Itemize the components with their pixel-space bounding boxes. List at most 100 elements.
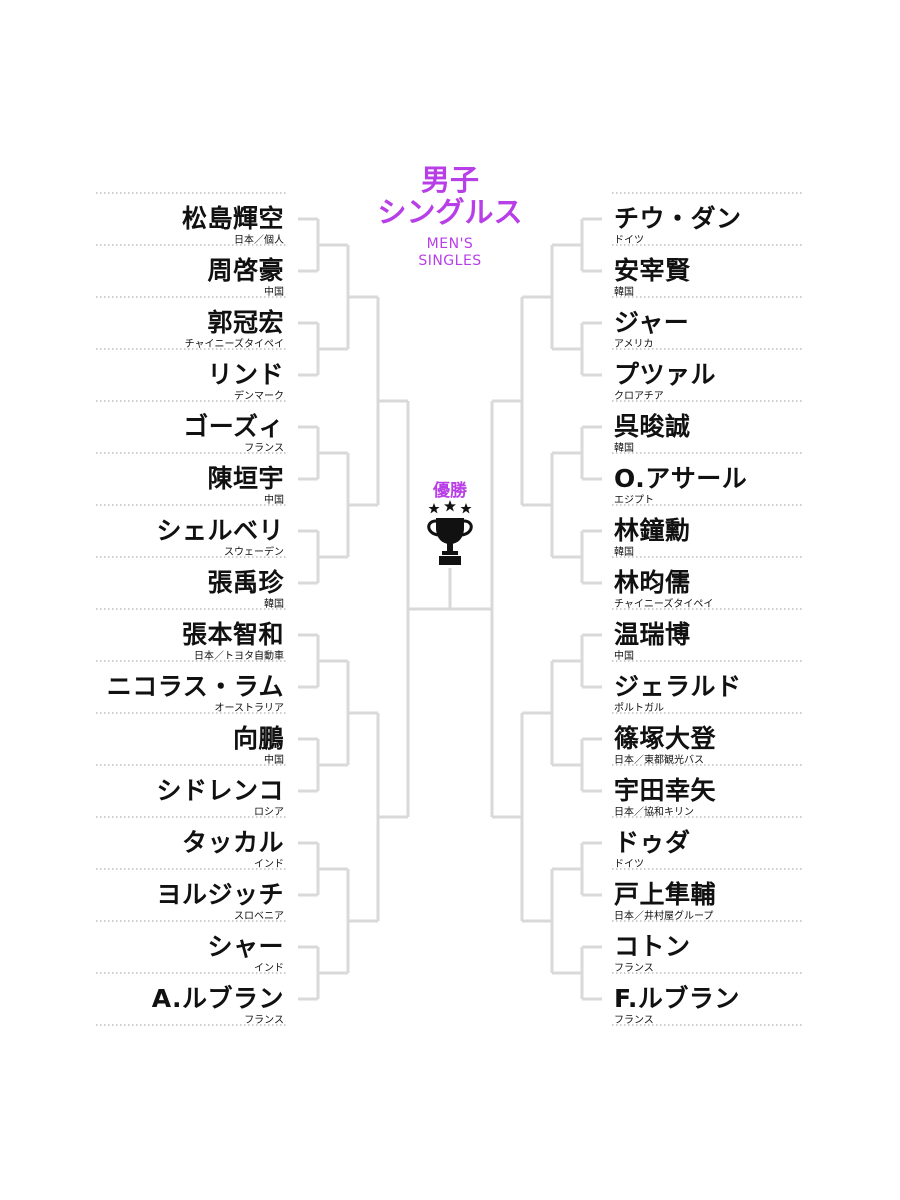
player-name: ドゥダ: [614, 828, 691, 857]
player-name: タッカル: [181, 828, 284, 857]
player-affiliation: フランス: [244, 1015, 284, 1026]
player-slot-left: リンドデンマーク: [90, 349, 290, 403]
player-slot-left: A.ルブランフランス: [90, 973, 290, 1027]
player-name: ゴーズィ: [183, 412, 284, 441]
player-slot-left: シドレンコロシア: [90, 765, 290, 819]
player-name: 張禹珍: [207, 568, 284, 597]
player-affiliation: 中国: [264, 755, 284, 766]
player-affiliation: スロベニア: [234, 911, 284, 922]
player-affiliation: 韓国: [614, 287, 634, 298]
player-name: プツァル: [614, 360, 717, 389]
player-affiliation: フランス: [614, 1015, 654, 1026]
player-affiliation: 日本／協和キリン: [614, 807, 694, 818]
player-slot-right: ドゥダドイツ: [612, 817, 812, 871]
player-slot-left: 松島輝空日本／個人: [90, 193, 290, 247]
player-name: コトン: [614, 932, 691, 961]
player-slot-left: 向鵬中国: [90, 713, 290, 767]
player-affiliation: クロアチア: [614, 391, 664, 402]
player-slot-left: 張禹珍韓国: [90, 557, 290, 611]
player-slot-left: ゴーズィフランス: [90, 401, 290, 455]
player-affiliation: チャイニーズタイペイ: [614, 599, 714, 610]
player-affiliation: 中国: [614, 651, 634, 662]
player-name: 呉晙誠: [614, 412, 691, 441]
player-affiliation: ドイツ: [614, 235, 644, 246]
title-en-line2: SINGLES: [418, 253, 482, 269]
player-slot-left: ヨルジッチスロベニア: [90, 869, 290, 923]
player-affiliation: スウェーデン: [224, 547, 284, 558]
player-slot-right: 戸上隼輔日本／井村屋グループ: [612, 869, 812, 923]
player-slot-right: 安宰賢韓国: [612, 245, 812, 299]
player-affiliation: ロシア: [254, 807, 284, 818]
player-affiliation: 韓国: [614, 443, 634, 454]
player-name: 松島輝空: [181, 204, 284, 233]
player-name: ヨルジッチ: [156, 880, 284, 909]
player-affiliation: チャイニーズタイペイ: [184, 339, 284, 350]
player-affiliation: インド: [254, 859, 284, 870]
player-slot-left: 陳垣宇中国: [90, 453, 290, 507]
player-slot-right: F.ルブランフランス: [612, 973, 812, 1027]
player-name: ニコラス・ラム: [106, 672, 284, 701]
player-affiliation: オーストラリア: [214, 703, 285, 714]
player-affiliation: 日本／井村屋グループ: [614, 911, 714, 922]
player-name: 戸上隼輔: [614, 880, 717, 909]
player-name: O.アサール: [614, 464, 748, 493]
trophy-icon: [427, 500, 473, 565]
player-name: ジャー: [614, 308, 690, 337]
player-slot-right: プツァルクロアチア: [612, 349, 812, 403]
player-slot-left: 周啓豪中国: [90, 245, 290, 299]
player-affiliation: ドイツ: [614, 859, 644, 870]
player-name: シドレンコ: [156, 776, 284, 805]
player-slot-right: コトンフランス: [612, 921, 812, 975]
player-name: 安宰賢: [614, 256, 691, 285]
player-affiliation: 韓国: [264, 599, 284, 610]
player-slot-right: 呉晙誠韓国: [612, 401, 812, 455]
player-affiliation: 日本／トヨタ自動車: [194, 651, 284, 662]
player-name: 向鵬: [232, 724, 284, 753]
player-affiliation: 韓国: [614, 547, 634, 558]
player-affiliation: 日本／東都観光バス: [614, 755, 704, 766]
champion-label: 優勝: [433, 481, 467, 501]
player-slot-left: ニコラス・ラムオーストラリア: [90, 661, 290, 715]
player-name: 温瑞博: [614, 620, 691, 649]
player-slot-right: チウ・ダンドイツ: [612, 193, 812, 247]
player-name: F.ルブラン: [614, 984, 740, 1013]
player-name: 篠塚大登: [614, 724, 717, 753]
player-slot-right: ジェラルドポルトガル: [612, 661, 812, 715]
player-name: リンド: [207, 360, 284, 389]
player-slot-left: 張本智和日本／トヨタ自動車: [90, 609, 290, 663]
player-name: 林昀儒: [614, 568, 691, 597]
player-slot-left: シャーインド: [90, 921, 290, 975]
player-slot-left: タッカルインド: [90, 817, 290, 871]
player-slot-right: O.アサールエジプト: [612, 453, 812, 507]
player-affiliation: エジプト: [614, 495, 654, 506]
title-en-line1: MEN'S: [426, 236, 474, 252]
title-jp-line2: シングルス: [377, 195, 523, 229]
title-jp-line1: 男子: [420, 163, 479, 197]
player-name: シャー: [207, 932, 284, 961]
player-name: 宇田幸矢: [614, 776, 717, 805]
player-slot-right: 篠塚大登日本／東都観光バス: [612, 713, 812, 767]
player-affiliation: 日本／個人: [234, 235, 284, 246]
player-slot-right: 温瑞博中国: [612, 609, 812, 663]
player-name: シェルベリ: [156, 516, 284, 545]
player-affiliation: ポルトガル: [614, 703, 664, 714]
player-affiliation: デンマーク: [234, 391, 284, 402]
player-name: 陳垣宇: [207, 464, 284, 493]
player-name: A.ルブラン: [151, 984, 284, 1013]
player-slot-right: 宇田幸矢日本／協和キリン: [612, 765, 812, 819]
player-name: ジェラルド: [614, 672, 742, 701]
player-slot-left: シェルベリスウェーデン: [90, 505, 290, 559]
player-slot-right: ジャーアメリカ: [612, 297, 812, 351]
player-affiliation: フランス: [244, 443, 284, 454]
player-slot-right: 林鐘勳韓国: [612, 505, 812, 559]
player-affiliation: インド: [254, 963, 284, 974]
player-name: 周啓豪: [207, 256, 284, 285]
player-affiliation: 中国: [264, 287, 284, 298]
player-slot-left: 郭冠宏チャイニーズタイペイ: [90, 297, 290, 351]
player-name: 林鐘勳: [614, 516, 691, 545]
player-name: 張本智和: [181, 620, 284, 649]
player-name: チウ・ダン: [614, 204, 742, 233]
player-slot-right: 林昀儒チャイニーズタイペイ: [612, 557, 812, 611]
player-affiliation: フランス: [614, 963, 654, 974]
